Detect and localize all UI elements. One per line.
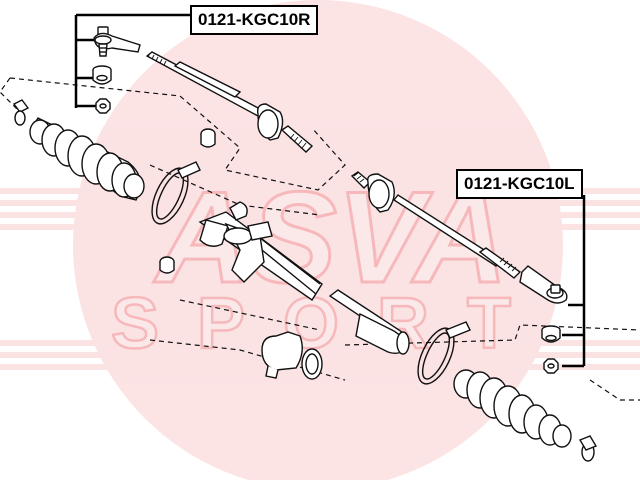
castle-nut-left — [541, 325, 561, 343]
label-leader-lines — [74, 13, 586, 368]
part-label-left: 0121-KGC10L — [456, 169, 583, 199]
part-label-right: 0121-KGC10R — [190, 5, 319, 35]
housing-bushing-lower — [159, 256, 175, 274]
boot-clip-left — [578, 435, 598, 462]
housing-bushing-upper — [200, 128, 216, 148]
rack-bar — [328, 289, 410, 355]
bellows-boot-right — [29, 117, 145, 201]
lock-nut-left — [543, 358, 559, 374]
band-clamp-upper — [151, 161, 201, 225]
castle-nut-right — [92, 65, 112, 85]
lock-nut-right — [95, 98, 111, 114]
tie-rod-end-right — [93, 26, 141, 57]
rack-mount-bracket — [261, 331, 323, 380]
boot-clip-right — [12, 99, 30, 126]
bellows-boot-left — [453, 369, 572, 448]
rack-housing — [198, 201, 323, 301]
tie-rod-end-left — [519, 265, 568, 304]
watermark-circle — [73, 0, 563, 480]
band-clamp-lower — [417, 321, 471, 385]
inner-tie-rod-left — [350, 171, 522, 279]
inner-tie-rod-right — [145, 51, 314, 153]
